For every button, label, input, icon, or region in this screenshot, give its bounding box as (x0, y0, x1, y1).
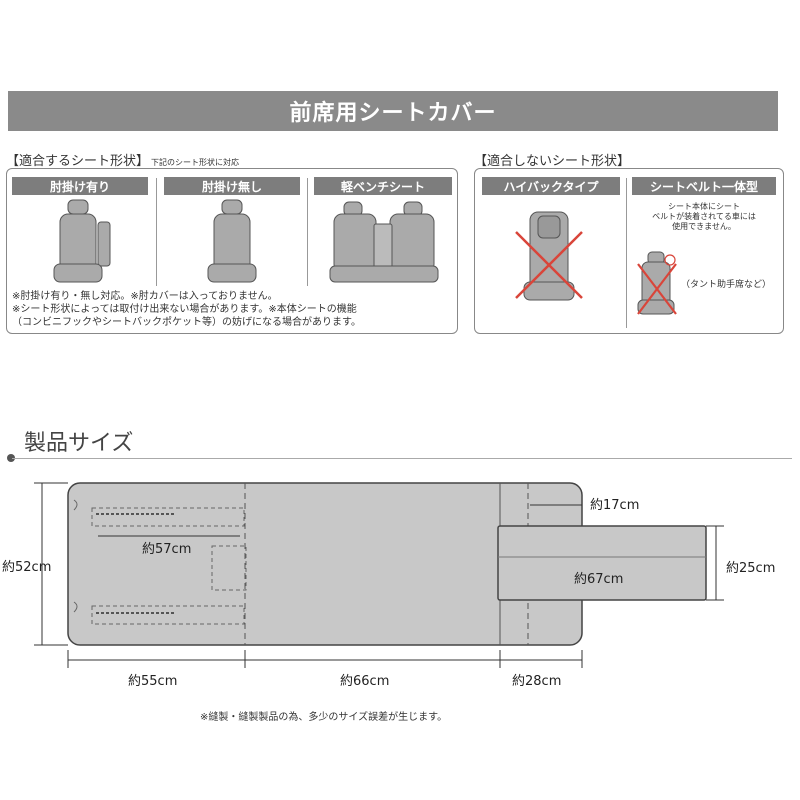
dim-right-width: 約28cm (512, 674, 562, 689)
dim-height: 約52cm (2, 560, 52, 575)
panel-highback: ハイバックタイプ (482, 177, 620, 195)
dim-inner: 約57cm (142, 542, 192, 557)
divider (307, 178, 308, 286)
incompatible-box (474, 168, 784, 334)
seat-armrest-illustration (53, 199, 111, 283)
panel-no-armrest: 肘掛け無し (164, 177, 300, 195)
divider (156, 178, 157, 286)
belt-integrated-seat-illustration (637, 251, 677, 315)
footnote: ※縫製・縫製製品の為、多少のサイズ誤差が生じます。 (200, 712, 448, 723)
incompatible-label: 【適合しないシート形状】 (474, 154, 631, 169)
size-heading: 製品サイズ (24, 431, 134, 456)
dim-mid-width: 約66cm (340, 674, 390, 689)
heading-line (12, 458, 792, 459)
example-note: （タント助手席など） (680, 280, 771, 290)
heading-dot (7, 454, 15, 462)
highback-seat-illustration (515, 211, 583, 301)
panel-armrest: 肘掛け有り (12, 177, 148, 195)
belt-note: シート本体にシート ベルトが装着されてる車には 使用できません。 (652, 202, 756, 231)
compatible-label: 【適合するシート形状】下記のシート形状に対応 (6, 154, 240, 169)
compatible-sublabel: 下記のシート形状に対応 (151, 158, 240, 167)
dim-left-width: 約55cm (128, 674, 178, 689)
dim-flap-height: 約25cm (726, 561, 776, 576)
title-bar: 前席用シートカバー (8, 91, 778, 131)
dim-tab: 約17cm (590, 498, 640, 513)
panel-belt-integrated: シートベルト一体型 (632, 177, 776, 195)
panel-bench: 軽ベンチシート (314, 177, 452, 195)
seat-no-armrest-illustration (207, 199, 257, 283)
compatible-notes: ※肘掛け有り・無し対応。※肘カバーは入っておりません。 ※シート形状によっては取… (12, 291, 361, 328)
bench-seat-illustration (329, 201, 439, 283)
divider (626, 178, 627, 328)
product-diagram (34, 482, 724, 668)
page-title: 前席用シートカバー (289, 101, 497, 126)
dim-flap-width: 約67cm (574, 572, 624, 587)
